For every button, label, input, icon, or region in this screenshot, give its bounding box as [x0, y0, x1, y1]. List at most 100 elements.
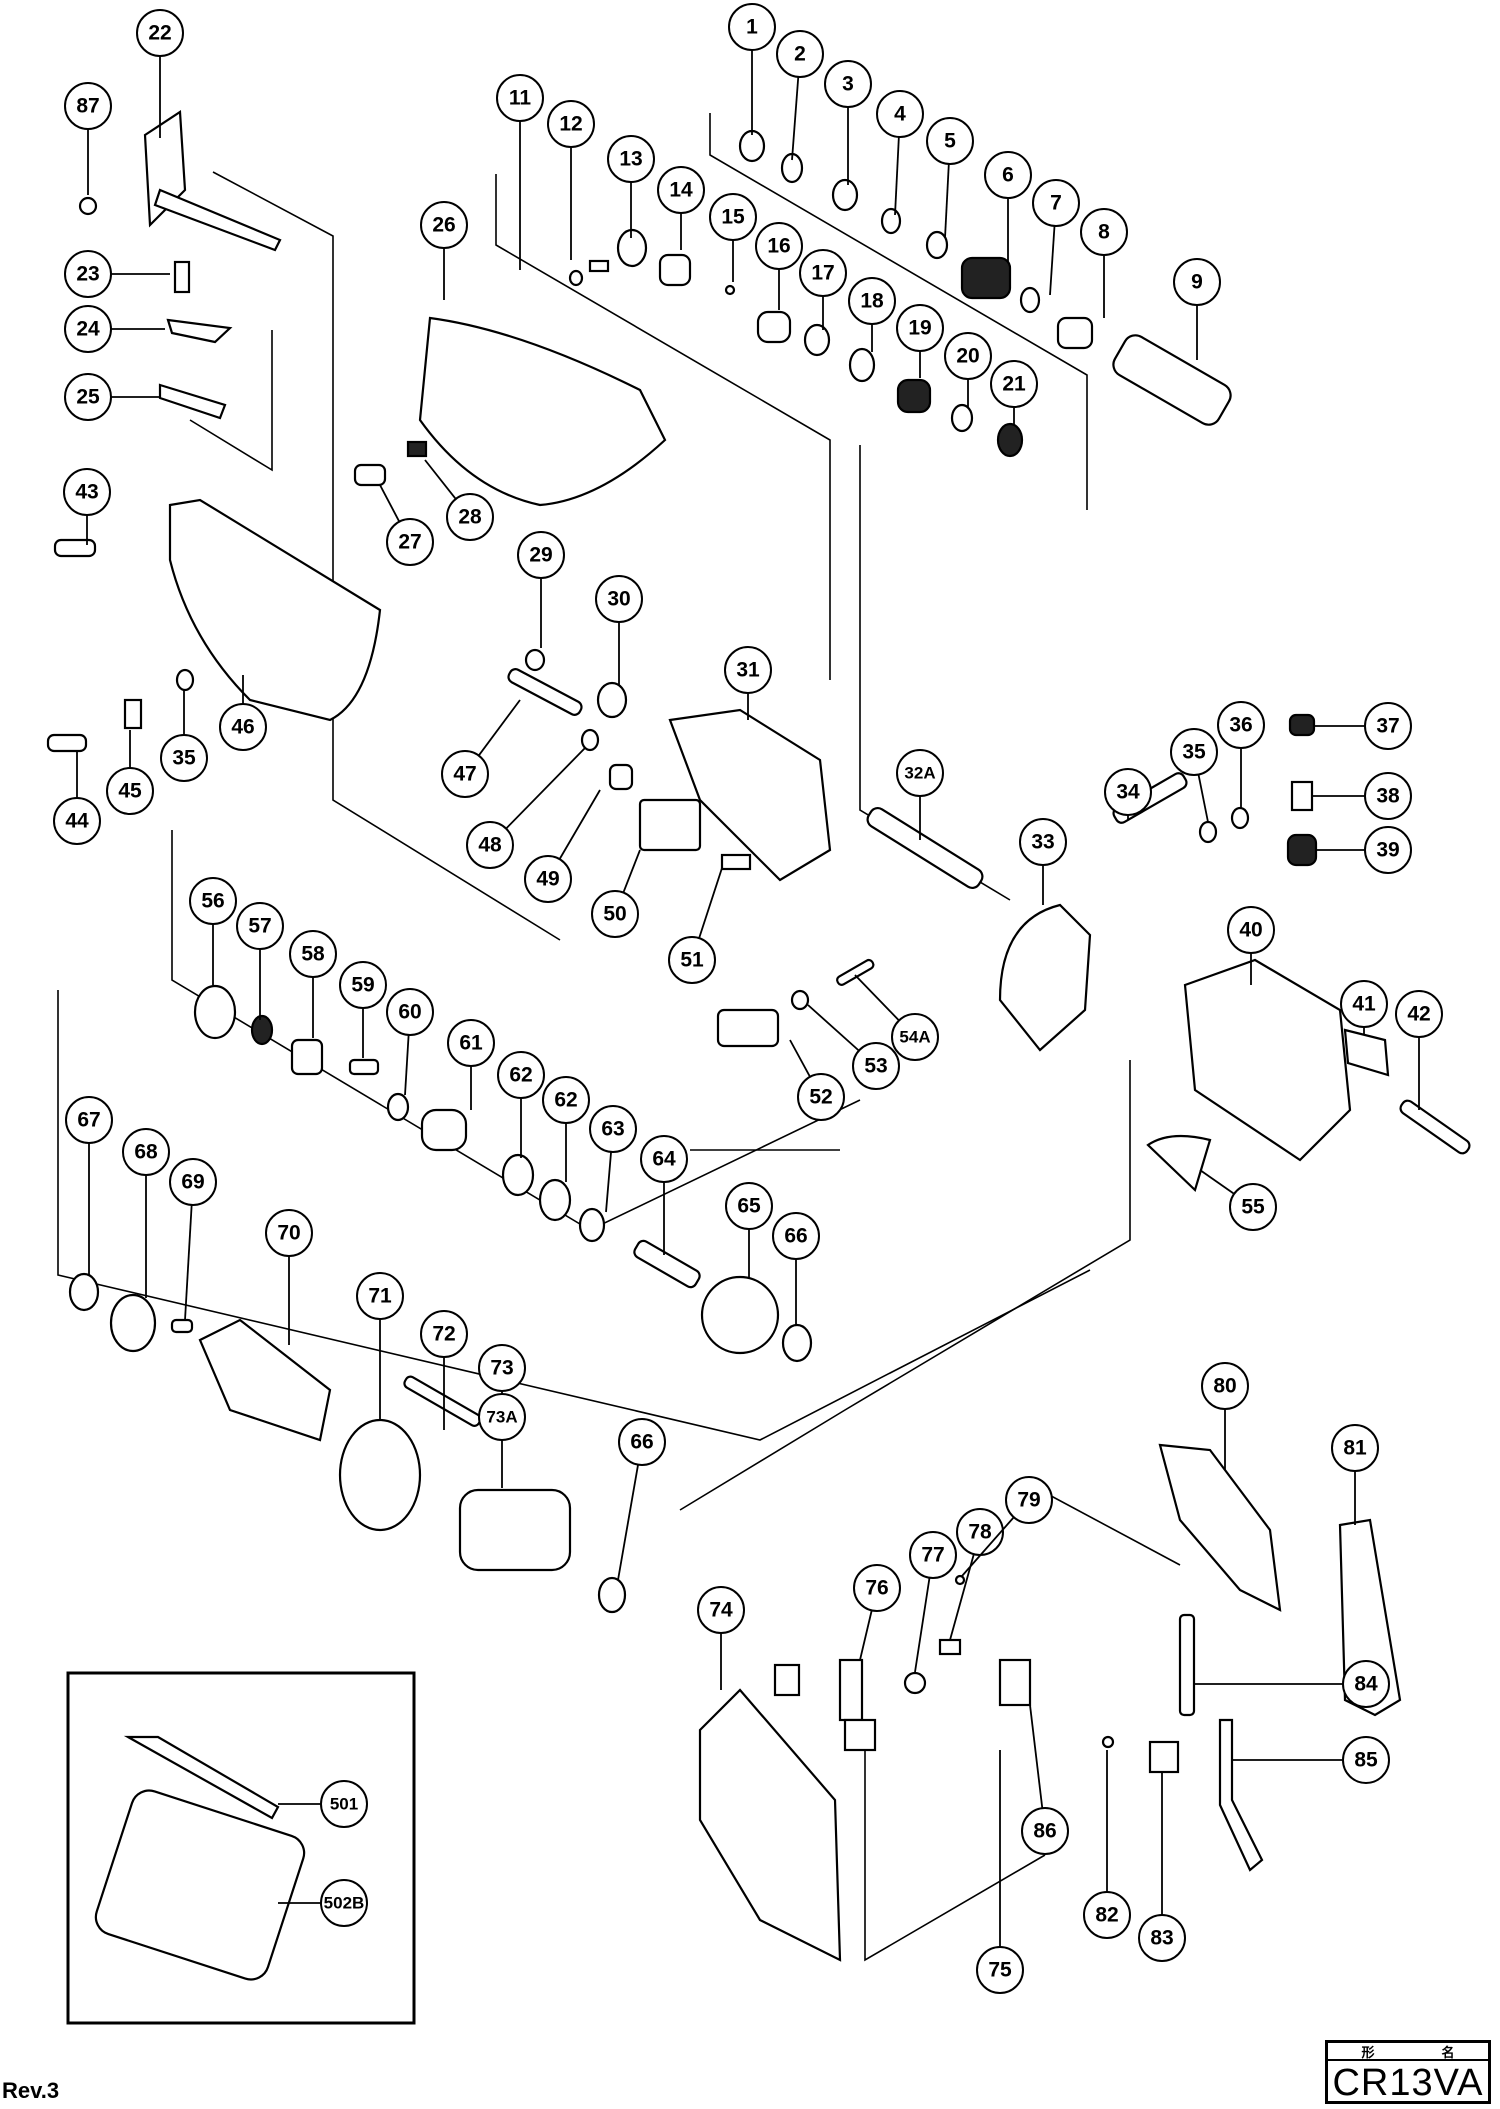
part-35a: [175, 668, 195, 692]
callout-number: 44: [65, 810, 89, 833]
callout-number: 66: [630, 1431, 653, 1454]
part-20: [950, 403, 974, 433]
callout-number: 25: [76, 386, 100, 409]
callout-circle: [799, 249, 847, 297]
callout-54A: 54A: [854, 974, 939, 1061]
callout-circle: [1229, 1183, 1277, 1231]
leader-line: [698, 867, 723, 939]
callout-circle: [466, 821, 514, 869]
callout-52: 52: [789, 1039, 845, 1121]
assembly-guide-lines: [57, 113, 1181, 1962]
model-name: CR13VA: [1332, 2062, 1484, 2104]
callout-number: 23: [76, 263, 99, 286]
callout-circle: [189, 877, 237, 925]
callout-circle: [848, 277, 896, 325]
callout-number: 72: [432, 1323, 455, 1346]
callout-circle: [618, 1418, 666, 1466]
callout-number: 66: [784, 1225, 807, 1248]
callout-circle: [386, 988, 434, 1036]
callout-number: 73: [490, 1357, 513, 1380]
callout-44: 44: [53, 752, 101, 845]
callout-circle: [136, 9, 184, 57]
callout-number: 84: [1354, 1673, 1378, 1696]
callout-circle: [478, 1393, 526, 1441]
leader-line: [424, 459, 457, 500]
callout-number: 82: [1095, 1904, 1118, 1927]
callout-circle: [724, 646, 772, 694]
callout-circle: [755, 222, 803, 270]
callout-82: 82: [1083, 1750, 1131, 1939]
callout-circle: [824, 60, 872, 108]
part-15: [724, 284, 736, 296]
callout-number: 58: [301, 943, 325, 966]
callout-72: 72: [420, 1310, 468, 1430]
part-41: [1343, 1028, 1390, 1077]
part-77: [903, 1671, 927, 1695]
callout-circle: [1173, 258, 1221, 306]
callout-number: 20: [956, 345, 979, 368]
callout-14: 14: [657, 166, 705, 250]
callout-circle: [64, 305, 112, 353]
callout-number: 35: [1182, 741, 1206, 764]
title-block-header: 形 名: [1328, 2043, 1488, 2061]
callout-number: 52: [809, 1086, 832, 1109]
part-washer-3: [831, 178, 859, 212]
callout-circle: [990, 360, 1038, 408]
callout-circle: [1019, 818, 1067, 866]
part-bearing-66b: [597, 1576, 627, 1614]
part-screw-44: [46, 733, 88, 753]
callout-circle: [386, 518, 434, 566]
callout-circle: [478, 1344, 526, 1392]
callout-84: 84: [1195, 1660, 1390, 1708]
part-49: [608, 763, 634, 791]
callout-number: 54A: [899, 1028, 930, 1047]
callout-circle: [797, 1073, 845, 1121]
callout-circle: [517, 531, 565, 579]
callout-21: 21: [990, 360, 1038, 425]
part-inner-cover-33: [998, 903, 1092, 1052]
callout-circle: [1227, 906, 1275, 954]
callout-circle: [1364, 702, 1412, 750]
callout-24: 24: [64, 305, 165, 353]
part-bearing-62a: [501, 1153, 535, 1197]
callout-63: 63: [589, 1105, 637, 1213]
callout-number: 65: [737, 1195, 761, 1218]
part-screw-59: [348, 1058, 380, 1076]
callout-37: 37: [1315, 702, 1412, 750]
callout-circle: [122, 1128, 170, 1176]
part-82: [1101, 1735, 1115, 1749]
part-ring-4: [880, 207, 902, 235]
callout-number: 55: [1241, 1196, 1265, 1219]
part-bearing-67: [68, 1272, 100, 1312]
leader-line: [859, 1610, 873, 1661]
callout-number: 16: [767, 235, 790, 258]
part-screw-23: [173, 260, 191, 294]
callout-58: 58: [289, 930, 337, 1038]
part-87: [78, 196, 98, 216]
part-14: [658, 253, 692, 287]
part-housing-46: [168, 498, 382, 722]
callout-74: 74: [697, 1586, 745, 1690]
callout-number: 51: [680, 949, 704, 972]
callout-number: 68: [134, 1141, 158, 1164]
part-spring-12: [588, 259, 610, 273]
callout-circle: [496, 74, 544, 122]
callout-number: 38: [1376, 785, 1400, 808]
callout-circle: [891, 1013, 939, 1061]
part-25: [158, 383, 227, 420]
callout-3: 3: [824, 60, 872, 185]
part-28: [406, 440, 428, 458]
callout-number: 37: [1376, 715, 1399, 738]
part-57: [250, 1014, 274, 1046]
part-carrying-case-502B: [94, 1789, 306, 1981]
callout-circle: [160, 734, 208, 782]
callout-circle: [441, 750, 489, 798]
callout-56: 56: [189, 877, 237, 985]
callout-number: 59: [351, 974, 374, 997]
callout-6: 6: [984, 151, 1032, 262]
callout-53: 53: [807, 1004, 900, 1090]
callout-number: 85: [1354, 1749, 1378, 1772]
callout-number: 9: [1191, 271, 1203, 294]
callout-55: 55: [1199, 1169, 1277, 1231]
callout-66: 66: [772, 1212, 820, 1326]
